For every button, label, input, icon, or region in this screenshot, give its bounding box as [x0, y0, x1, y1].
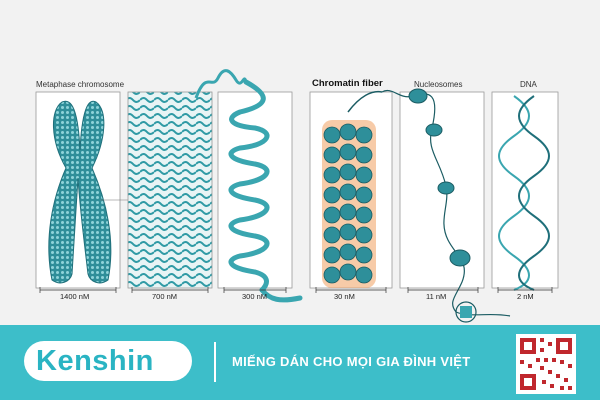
diagram-svg — [35, 69, 559, 323]
brand-slogan: MIẾNG DÁN CHO MỌI GIA ĐÌNH VIỆT — [232, 354, 471, 369]
panel-metaphase-chromosome — [35, 91, 128, 293]
footer-divider — [214, 342, 216, 382]
panel-nucleosomes — [381, 88, 511, 323]
panel-chromatin-fiber — [309, 90, 393, 293]
scale-30nm: 30 nM — [334, 292, 355, 301]
scale-2nm: 2 nM — [517, 292, 534, 301]
label-chromatin-fiber: Chromatin fiber — [312, 78, 383, 89]
panel-700nm — [127, 91, 213, 293]
scale-1400nm: 1400 nM — [60, 292, 90, 301]
scale-300nm: 300 nM — [242, 292, 268, 301]
panel-dna — [491, 91, 559, 293]
panel-300nm — [194, 69, 303, 303]
label-nucleosomes: Nucleosomes — [414, 80, 463, 89]
scale-11nm: 11 nM — [426, 292, 447, 301]
scale-700nm: 700 nM — [152, 292, 178, 301]
chromosome-structure-diagram: Metaphase chromosome Chromatin fiber Nuc… — [35, 69, 559, 323]
brand-name: Kenshin — [36, 345, 154, 377]
label-metaphase-chromosome: Metaphase chromosome — [36, 80, 125, 89]
brand-logo[interactable] — [24, 341, 192, 381]
qr-code-icon[interactable] — [516, 334, 576, 394]
label-dna: DNA — [520, 80, 537, 89]
